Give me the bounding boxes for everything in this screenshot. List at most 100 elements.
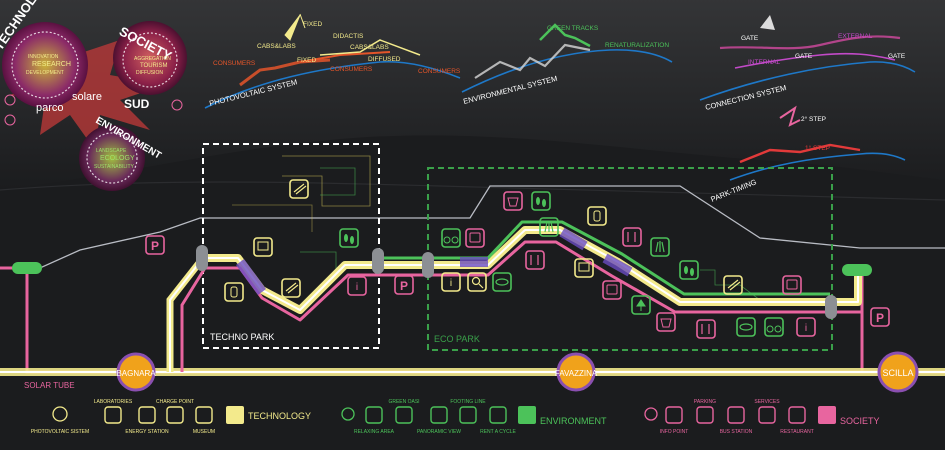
pt-marker [779,105,801,127]
gate-1 [196,245,208,271]
photovoltaic-icon [281,278,301,298]
legend-environment: ENVIRONMENT RELAXING AREA GREEN OASI PAN… [341,399,607,435]
rent-a-cycle-icon [441,228,461,248]
station-favazzina-label: FAVAZZINA [555,369,598,378]
pt-step-line [739,143,861,164]
panoramic-view-icon [736,317,756,337]
solar-tube-label: SOLAR TUBE [24,381,75,390]
tunnel-segment-1 [235,259,267,295]
technology-swatch [226,406,244,424]
map-icons: P P P i i i [145,179,890,339]
legend-technology-title: TECHNOLOGY [248,411,311,421]
environment-ring [86,132,138,184]
tech-inner-1: INNOVATION [28,54,59,60]
museum-legend-icon [195,406,213,424]
tech-inner-2: RESEARCH [32,61,71,68]
restaurant-icon [622,227,642,247]
pt-sky-line [729,152,906,181]
tunnel-segment-3 [559,227,588,251]
legend-env-item-1: RELAXING AREA [354,429,395,435]
technology-ring [11,31,79,99]
tech-inner-3: DEVELOPMENT [26,70,64,76]
soc-plus-icon [644,407,658,421]
legend-society-title: SOCIETY [840,416,880,426]
laboratories-legend-icon [104,406,122,424]
stations: BAGNARA FAVAZZINA SCILLA [116,351,919,393]
env-green-tracks [539,23,591,48]
pt-label-step1: 1° STEP [805,144,830,152]
conn-label-gate-3: GATE [888,53,906,60]
museum-icon [467,272,487,292]
conn-label-external: EXTERNAL [838,33,873,40]
pv-label-cabs-2: CABS&LABS [350,44,389,51]
legend-env-item-4: FOOTING LINE [450,399,486,405]
society-swatch [818,406,836,424]
pv-label-diffused: DIFFUSED [368,56,401,63]
info-point-icon: i [796,317,816,337]
soc-inner-1: AGGREGATION [134,56,171,62]
coastline [0,181,945,201]
env-inner-1: LANDSCAPE [96,148,127,154]
pv-legend-icon [52,406,68,422]
legend-tech-item-3: ENERGY STATION [125,429,169,435]
technology-disc [2,22,88,108]
svg-text:P: P [151,239,159,253]
charge-point-icon [587,206,607,226]
conn-external-line [719,35,901,50]
legend-tech-item-5: MUSEUM [193,429,215,435]
env-label-greentracks: GREEN TRACKS [547,25,599,32]
svg-text:P: P [400,279,408,293]
legend-env-item-2: GREEN OASI [388,399,419,405]
terrain-shading [0,0,945,190]
terrain-profile-line [0,185,945,269]
bus-station-icon [602,280,622,300]
footing-line-icon [339,228,359,248]
rent-a-cycle-icon [764,317,784,337]
gate-4 [825,295,837,319]
rent-a-cycle-legend-icon [489,406,507,424]
relaxing-area-legend-icon [365,406,383,424]
techno-outline [282,155,371,207]
pv-label-consumers-3: CONSUMERS [418,68,461,75]
green-tracks-marker-left [12,262,42,274]
bus-station-icon [782,275,802,295]
environment-swatch [518,406,536,424]
bagnara-branch-white [169,257,204,372]
energy-station-icon [574,258,594,278]
legend-soc-item-1: INFO POINT [660,429,689,435]
legend-env-item-5: RENT A CYCLE [480,429,516,435]
pv-consumer-strip [239,58,331,87]
info-point-icon: i [441,272,461,292]
parking-legend-icon [696,406,714,424]
cluster-plus-icon [4,94,183,126]
info-point-legend-icon [665,406,683,424]
legend-tech-item-1: PHOTOVOLTAIC SISTEM [31,429,89,435]
legend-environment-title: ENVIRONMENT [540,416,607,426]
conn-sky-line [699,61,916,101]
legend-soc-item-3: BUS STATION [720,429,753,435]
info-point-icon: i [347,276,367,296]
svg-text:i: i [356,282,358,293]
station-bagnara [116,352,156,392]
station-bagnara-label: BAGNARA [116,369,156,378]
green-tracks-marker-right [842,264,872,276]
conn-internal-line [734,52,896,69]
green-oasi-icon [539,217,559,237]
pt-label-step2: 2° STEP [801,115,826,123]
energy-station-icon [253,237,273,257]
env-inner-2: ECOLOGY [100,155,135,162]
soc-inner-3: DIFFUSION [136,70,163,76]
pv-label-consumers-2: CONSUMERS [330,66,373,73]
conn-label-internal: INTERNAL [748,59,781,66]
environment-disc [79,125,145,191]
bus-station-icon [465,228,485,248]
parking-icon: P [394,275,414,295]
gate-2 [372,248,384,274]
tunnel-segment-4 [602,253,633,277]
footing-line-icon [679,260,699,280]
legend-soc-item-5: RESTAURANT [780,429,814,435]
techno-park-label: TECHNO PARK [210,332,274,342]
relaxing-area-icon [631,295,651,315]
eco-green-outline [700,269,761,301]
restaurant-icon [696,319,716,339]
